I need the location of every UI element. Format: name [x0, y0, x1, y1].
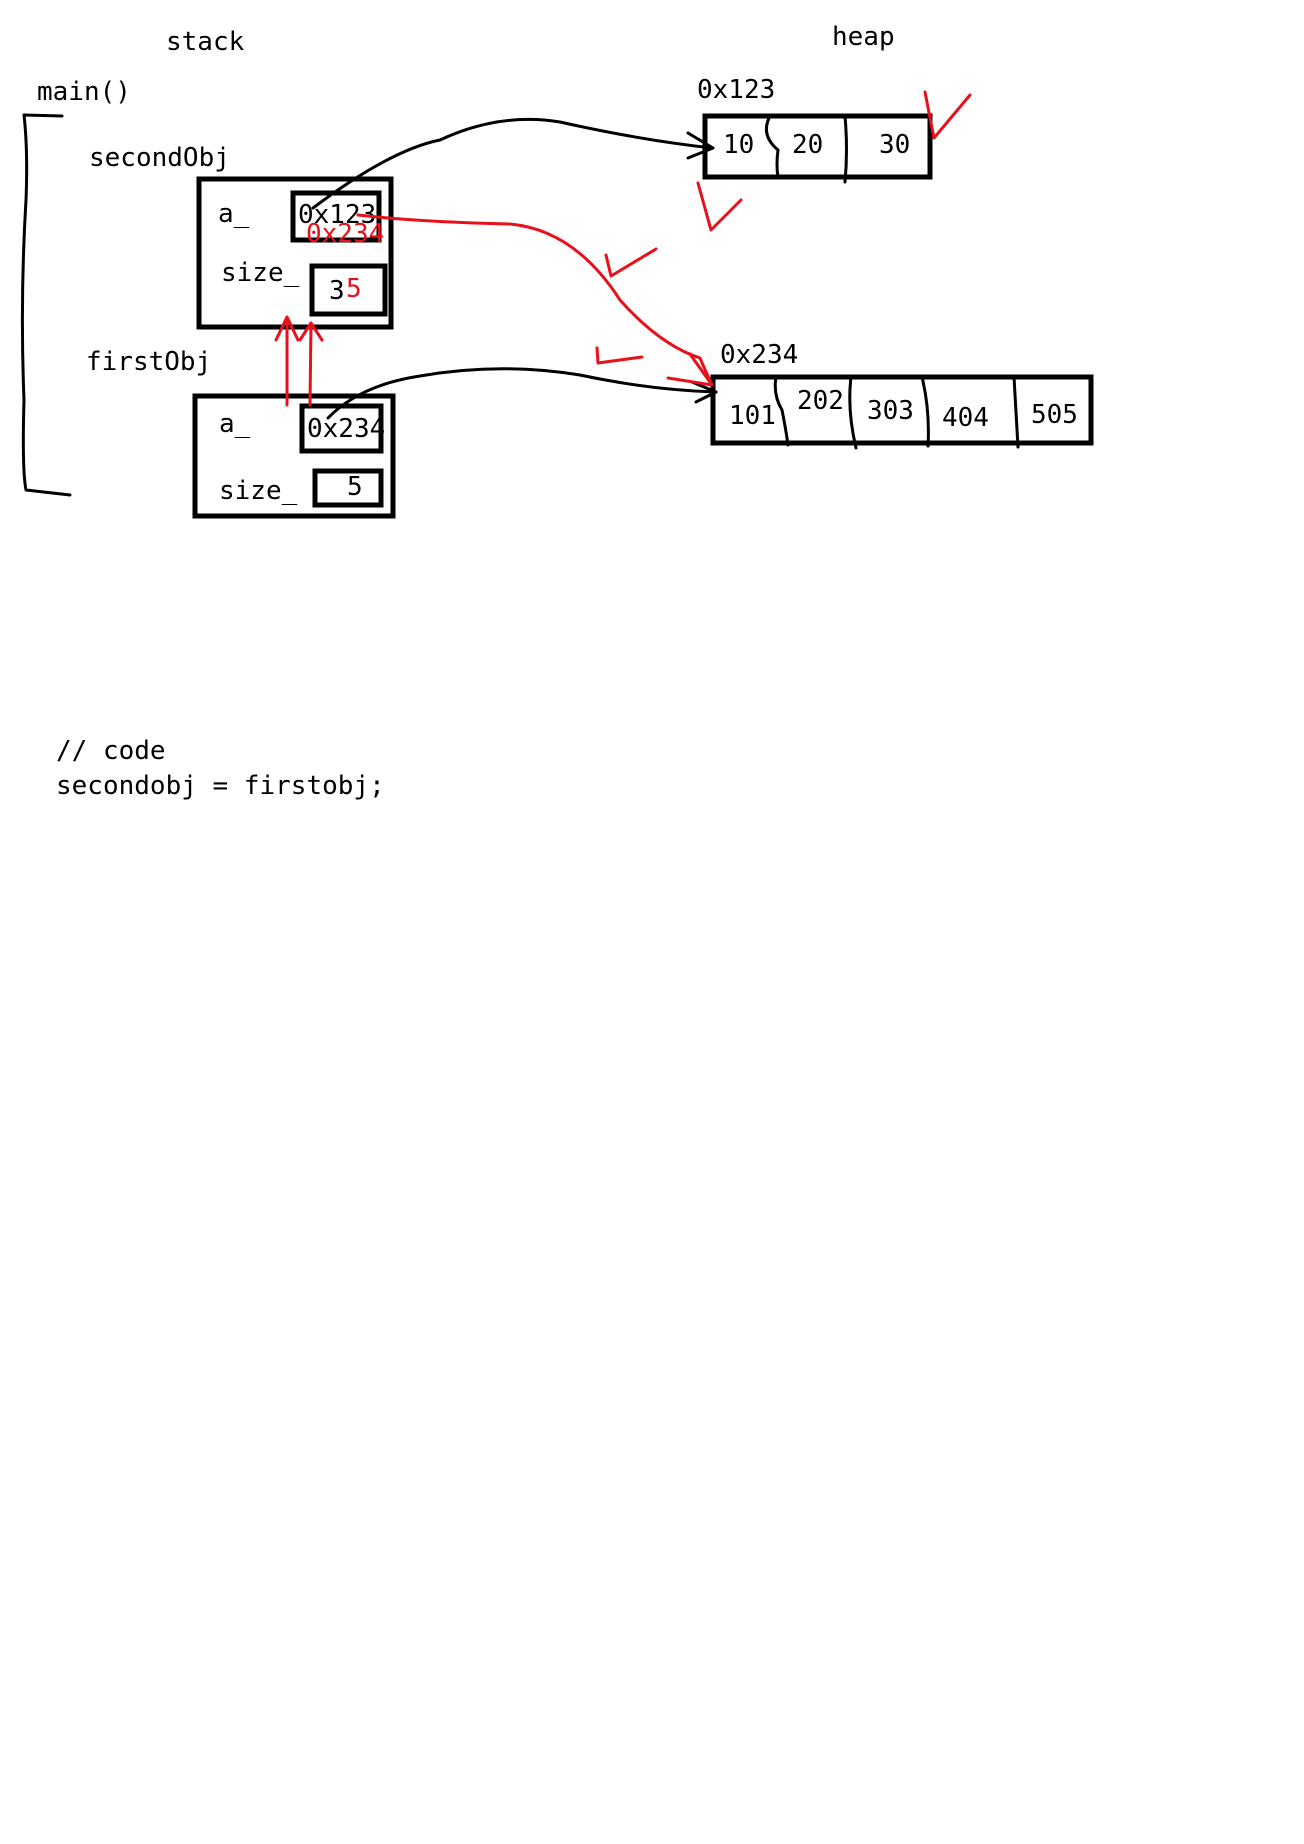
heap-array-2-cell-4: 404: [942, 403, 989, 433]
pointer-arrow-first-to-0x234: [326, 367, 718, 420]
stack-title: stack: [166, 27, 245, 57]
heap-array-1-cell-2: 20: [792, 130, 823, 160]
heap-array-2-divider-3: [920, 375, 930, 448]
copy-arrow-1: [274, 315, 300, 407]
pointer-arrowhead-0x123: [686, 131, 715, 160]
second-obj-box: [196, 176, 394, 330]
second-obj-size-old-value: 3: [329, 276, 345, 306]
second-obj-field-a: a_: [218, 199, 250, 229]
first-obj-field-size: size_: [219, 476, 298, 506]
second-obj-size-new-value: 5: [346, 274, 362, 304]
code-comment: // code: [56, 736, 166, 766]
heap-array-1-cell-3: 30: [879, 130, 910, 160]
heap-array-2-cell-3: 303: [867, 396, 914, 426]
heap-array-1-cell-1: 10: [723, 130, 754, 160]
heap-array-2-cell-2: 202: [797, 386, 844, 416]
check-mark-4: [595, 346, 644, 365]
heap-title: heap: [832, 22, 895, 52]
first-obj-size-value: 5: [347, 472, 363, 502]
check-mark-1: [923, 90, 972, 140]
heap-array-2-address: 0x234: [720, 340, 798, 370]
second-obj-size-cell: [309, 263, 388, 317]
second-obj-field-size: size_: [221, 258, 300, 288]
heap-array-1-divider-2: [843, 114, 848, 184]
second-obj-a-new-value: 0x234: [306, 219, 384, 249]
code-line: secondobj = firstobj;: [56, 771, 385, 801]
reassign-arrowhead: [666, 352, 714, 387]
heap-array-2-cell-1: 101: [729, 401, 776, 431]
pointer-arrow-second-to-0x123: [311, 117, 714, 210]
heap-array-2-divider-1: [773, 375, 790, 447]
heap-array-2-cell-5: 505: [1031, 400, 1078, 430]
check-mark-3: [604, 247, 658, 278]
pointer-arrowhead-0x234: [690, 380, 718, 404]
copy-arrow-2: [298, 321, 324, 407]
reassign-arrow-second-to-0x234: [356, 213, 714, 387]
first-obj-label: firstObj: [86, 347, 211, 377]
first-obj-box: [192, 393, 396, 519]
first-obj-a-value: 0x234: [307, 414, 385, 444]
frame-label: main(): [37, 77, 131, 107]
heap-array-1-address: 0x123: [697, 75, 775, 105]
check-mark-2: [696, 181, 743, 232]
frame-bracket: [20, 113, 72, 497]
first-obj-field-a: a_: [219, 409, 251, 439]
first-obj-size-cell: [312, 468, 384, 508]
second-obj-label: secondObj: [89, 143, 230, 173]
heap-array-2-box: [710, 374, 1094, 446]
heap-array-2-divider-2: [848, 375, 858, 450]
heap-array-2-divider-4: [1012, 375, 1020, 449]
heap-array-1-divider-1: [764, 114, 780, 179]
